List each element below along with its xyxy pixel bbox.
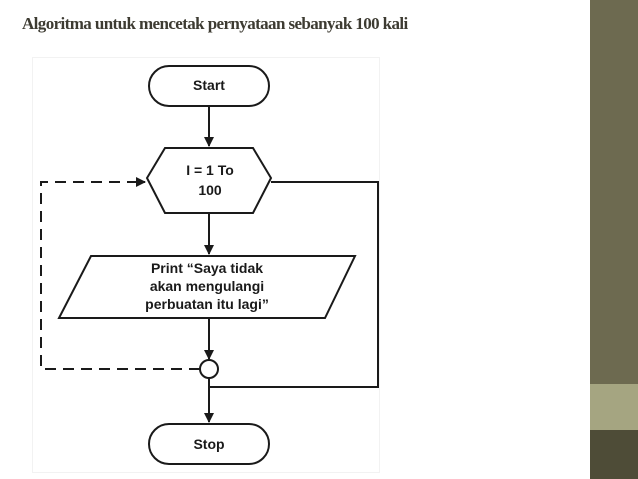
sidebar-accent-block: [590, 384, 638, 430]
sidebar-dark-block: [590, 430, 638, 479]
loop-exit-line: [209, 181, 379, 388]
loop-connector: [199, 359, 219, 379]
loop-hexagon: [145, 147, 273, 214]
loop-label-line1: I = 1 To: [186, 162, 234, 178]
loop-label-line2: 100: [198, 182, 222, 198]
flowchart-panel: Start I = 1 To 100 Print “Saya tidak aka…: [33, 58, 379, 472]
stop-terminator: [148, 423, 270, 465]
loop-back-dashed-line: [40, 181, 200, 370]
slide-title: Algoritma untuk mencetak pernyataan seba…: [22, 14, 408, 33]
stop-label: Stop: [193, 436, 224, 452]
print-line3: perbuatan itu lagi”: [145, 296, 269, 312]
flowchart-diagram: Start I = 1 To 100 Print “Saya tidak aka…: [40, 65, 379, 465]
print-line2: akan mengulangi: [150, 278, 264, 294]
print-line1: Print “Saya tidak: [151, 260, 263, 276]
start-label: Start: [193, 77, 225, 93]
print-parallelogram: [57, 255, 357, 319]
